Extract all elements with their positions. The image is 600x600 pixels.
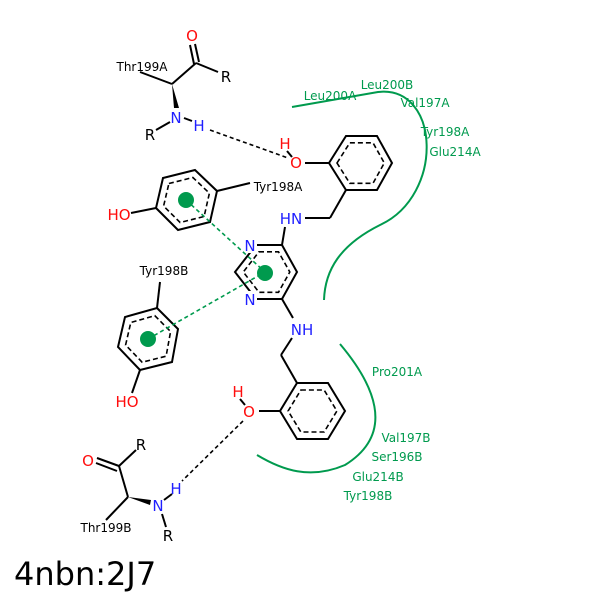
bond (280, 337, 293, 356)
aromatic-inner-ring (124, 314, 172, 364)
bond (118, 465, 129, 498)
atom-amine: NH (291, 321, 314, 339)
atom-r-group: R (163, 527, 173, 545)
phenol-ring (327, 135, 394, 191)
hydrophobic-residue-label: Tyr198A (420, 125, 470, 139)
bond (194, 43, 200, 63)
atom-hydrogen: H (279, 135, 290, 153)
residue-label-thr199a: Thr199A (116, 60, 169, 74)
hydrophobic-residue-label: Glu214B (352, 470, 403, 484)
hydrophobic-residue-label: Tyr198B (343, 489, 393, 503)
ring-centroid (257, 265, 273, 281)
bond (171, 62, 197, 85)
atom-hydrogen: H (170, 480, 181, 498)
bond (156, 281, 161, 309)
aromatic-inner-ring (336, 142, 386, 185)
hydrophobic-residue-label: Val197A (400, 96, 450, 110)
atom-oxygen: O (243, 403, 255, 421)
bond (286, 150, 293, 158)
residue-label-thr199b: Thr199B (79, 521, 131, 535)
atom-r-group: R (221, 68, 231, 86)
atom-nitrogen: N (170, 109, 181, 127)
atom-nitrogen: N (244, 237, 255, 255)
bond (216, 182, 251, 192)
hydrophobic-residue-label: Leu200B (361, 78, 414, 92)
ring-centroid (178, 192, 194, 208)
hydrogen-bond (209, 129, 289, 159)
aromatic-inner-ring (287, 389, 338, 433)
bond (239, 398, 246, 406)
label-bg (244, 291, 257, 307)
hydrophobic-contour-bottom (256, 343, 377, 474)
bond (130, 207, 157, 214)
atom-amine: HN (280, 210, 303, 228)
bond (280, 354, 298, 384)
bond (281, 298, 294, 319)
hydrophobic-residue-label: Glu214A (429, 145, 481, 159)
aromatic-inner-ring (242, 251, 291, 294)
phenol-ring (278, 382, 347, 440)
hydrophobic-residue-label: Leu200A (304, 89, 357, 103)
bond (281, 226, 286, 246)
atom-nitrogen: N (244, 291, 255, 309)
hydrophobic-contour-top (291, 90, 428, 301)
pi-stacking-line (185, 199, 266, 273)
atom-nitrogen: N (152, 497, 163, 515)
wedge-bond (128, 497, 151, 505)
structure-title: 4nbn:2J7 (14, 555, 156, 593)
bond (189, 44, 195, 65)
aromatic-inner-ring (162, 176, 211, 224)
ring-centroid (140, 331, 156, 347)
atom-r-group: R (145, 126, 155, 144)
wedge-bond (172, 84, 179, 108)
bond (329, 189, 347, 219)
label-bg (244, 237, 257, 253)
hydrophobic-residue-label: Ser196B (371, 450, 422, 464)
hydrophobic-residue-label: Pro201A (372, 365, 423, 379)
residue-label-tyr198b: Tyr198B (139, 264, 189, 278)
bond (139, 71, 173, 85)
bond (96, 457, 120, 467)
atom-hydroxyl: HO (107, 206, 130, 224)
hydrogen-bond (181, 420, 244, 482)
atom-oxygen: O (290, 154, 302, 172)
atom-oxygen: O (186, 27, 198, 45)
bond (155, 121, 171, 131)
atom-hydroxyl: HO (115, 393, 138, 411)
bond (118, 449, 137, 467)
bond (131, 369, 141, 394)
residue-label-tyr198a: Tyr198A (253, 180, 303, 194)
bond (161, 513, 167, 528)
atom-oxygen: O (82, 452, 94, 470)
bond (95, 462, 118, 472)
atom-hydrogen: H (232, 383, 243, 401)
atom-hydrogen: H (193, 117, 204, 135)
bond (195, 62, 219, 73)
bond (105, 496, 129, 521)
bond (183, 117, 193, 122)
pi-stacking-line (147, 271, 266, 340)
atom-r-group: R (136, 436, 146, 454)
hydrophobic-residue-label: Val197B (381, 431, 430, 445)
bond (163, 493, 173, 501)
